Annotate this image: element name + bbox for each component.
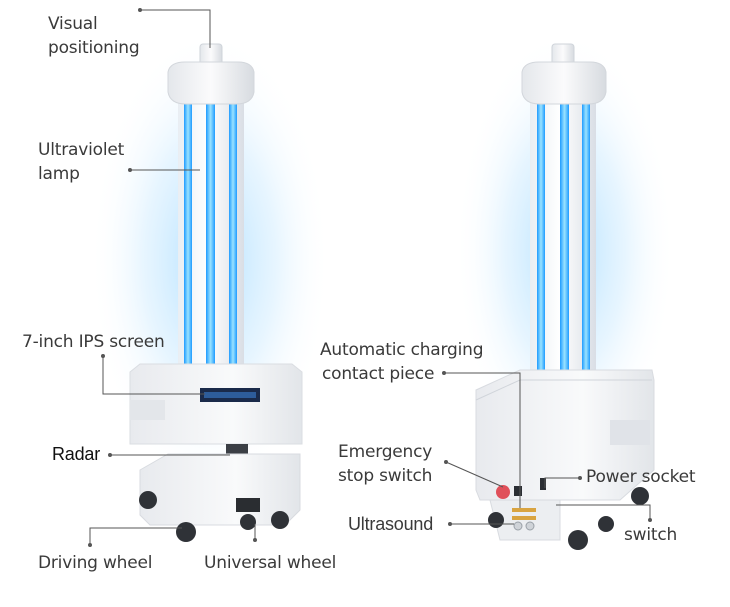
leader-ips-screen [102, 356, 205, 395]
label-ultrasound: Ultrasound [348, 514, 434, 534]
driving-wheel [176, 522, 196, 542]
label-ips-screen: 7-inch IPS screen [22, 332, 165, 352]
leader-dot [108, 453, 112, 457]
label-line: contact piece [322, 364, 435, 384]
leader-power-socket [544, 477, 580, 488]
robot-rear-view [455, 30, 675, 550]
charging-contact [512, 508, 536, 512]
label-charging-contact: Automatic charging contact piece [320, 338, 483, 386]
leader-visual-positioning [140, 9, 211, 48]
power-socket [540, 478, 546, 490]
ultrasound-sensor [525, 521, 535, 531]
label-switch: switch [624, 525, 678, 545]
leader-dot [442, 371, 446, 375]
label-universal-wheel: Universal wheel [204, 553, 337, 573]
uv-tube [206, 100, 215, 385]
emergency-stop-button [496, 485, 510, 499]
robot-front-view [90, 30, 330, 542]
leader-driving-wheel [89, 527, 182, 545]
wheel [598, 516, 614, 532]
control-panel [514, 486, 522, 496]
leader-dot [448, 522, 452, 526]
uv-tube [560, 100, 569, 385]
lamp-top-cap [521, 61, 607, 105]
leader-dot [88, 543, 92, 547]
upper-body [129, 363, 303, 445]
uv-tube [184, 100, 192, 385]
label-line: Emergency [338, 442, 433, 462]
ultrasound-sensor [513, 521, 523, 531]
label-visual-positioning: Visual positioning [48, 12, 140, 60]
label-line: Ultraviolet [38, 140, 125, 160]
leader-dot [128, 168, 132, 172]
label-line: lamp [38, 164, 80, 184]
label-line: stop switch [338, 466, 433, 486]
leader-dot [648, 518, 652, 522]
label-line: Automatic charging [320, 340, 484, 360]
leader-dot [138, 8, 142, 12]
wheel [631, 487, 649, 505]
leader-emergency-stop [445, 461, 504, 488]
wheel [139, 491, 157, 509]
label-radar: Radar [52, 444, 101, 464]
wheel [568, 530, 588, 550]
label-ultraviolet-lamp: Ultraviolet lamp [38, 138, 124, 186]
leader-dot [578, 476, 582, 480]
uv-tube [537, 100, 545, 385]
leader-switch [556, 504, 651, 520]
leader-lines [89, 9, 651, 545]
lamp-top-cap [167, 61, 255, 105]
leader-dot [253, 538, 257, 542]
leader-dots [88, 8, 652, 547]
wheel [271, 511, 289, 529]
leader-charging-contact [444, 372, 521, 508]
charging-contact [512, 516, 536, 520]
front-sensor [236, 498, 260, 512]
side-notch [610, 420, 650, 445]
side-notch [130, 400, 165, 420]
label-emergency-stop: Emergency stop switch [338, 440, 432, 488]
leader-dot [444, 460, 448, 464]
ips-screen-glow [204, 392, 256, 398]
uv-tube [582, 100, 590, 385]
label-line: Visual [48, 14, 98, 34]
label-driving-wheel: Driving wheel [38, 553, 153, 573]
leader-dot [101, 354, 105, 358]
uv-tube [229, 100, 237, 385]
universal-wheel [240, 514, 256, 530]
wheel [488, 512, 504, 528]
label-power-socket: Power socket [586, 467, 696, 487]
label-line: positioning [48, 38, 140, 58]
